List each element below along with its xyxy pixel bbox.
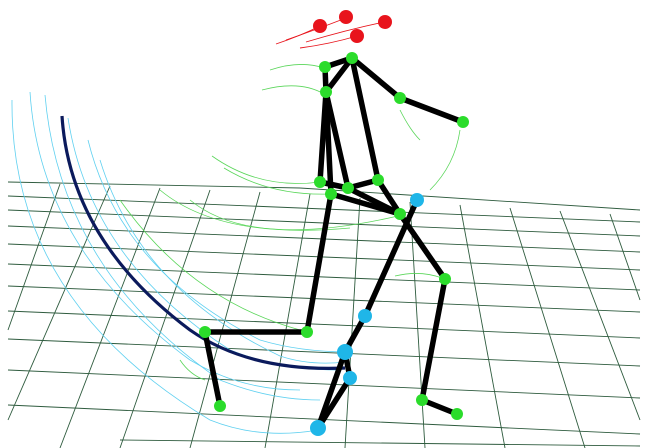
wrist-joint[interactable] bbox=[457, 116, 469, 128]
head-marker-2[interactable] bbox=[339, 10, 353, 24]
toe-right-joint[interactable] bbox=[451, 408, 463, 420]
hip-center-joint[interactable] bbox=[342, 182, 354, 194]
elbow-joint[interactable] bbox=[394, 92, 406, 104]
hip-left-joint[interactable] bbox=[314, 176, 326, 188]
neck-joint[interactable] bbox=[319, 61, 331, 73]
tracked-joint-1[interactable] bbox=[410, 193, 424, 207]
knee-right-joint[interactable] bbox=[394, 208, 406, 220]
ground-grid bbox=[7, 181, 641, 448]
hip-right-joint[interactable] bbox=[372, 174, 384, 186]
ankle-right-joint[interactable] bbox=[416, 394, 428, 406]
joints[interactable] bbox=[199, 10, 469, 436]
ankle-left-joint[interactable] bbox=[199, 326, 211, 338]
shoulder-joint[interactable] bbox=[346, 52, 358, 64]
toe-left-joint[interactable] bbox=[214, 400, 226, 412]
motion-trails bbox=[11, 17, 461, 434]
knee-left-joint[interactable] bbox=[301, 326, 313, 338]
shin-right-joint[interactable] bbox=[439, 273, 451, 285]
chest-joint[interactable] bbox=[320, 86, 332, 98]
pelvis-joint[interactable] bbox=[325, 188, 337, 200]
head-marker-1[interactable] bbox=[313, 19, 327, 33]
tracked-joint-3[interactable] bbox=[337, 344, 353, 360]
tracked-joint-4[interactable] bbox=[343, 371, 357, 385]
head-marker-4[interactable] bbox=[378, 15, 392, 29]
tracked-joint-5[interactable] bbox=[310, 420, 326, 436]
head-marker-3[interactable] bbox=[350, 29, 364, 43]
tracked-joint-2[interactable] bbox=[358, 309, 372, 323]
